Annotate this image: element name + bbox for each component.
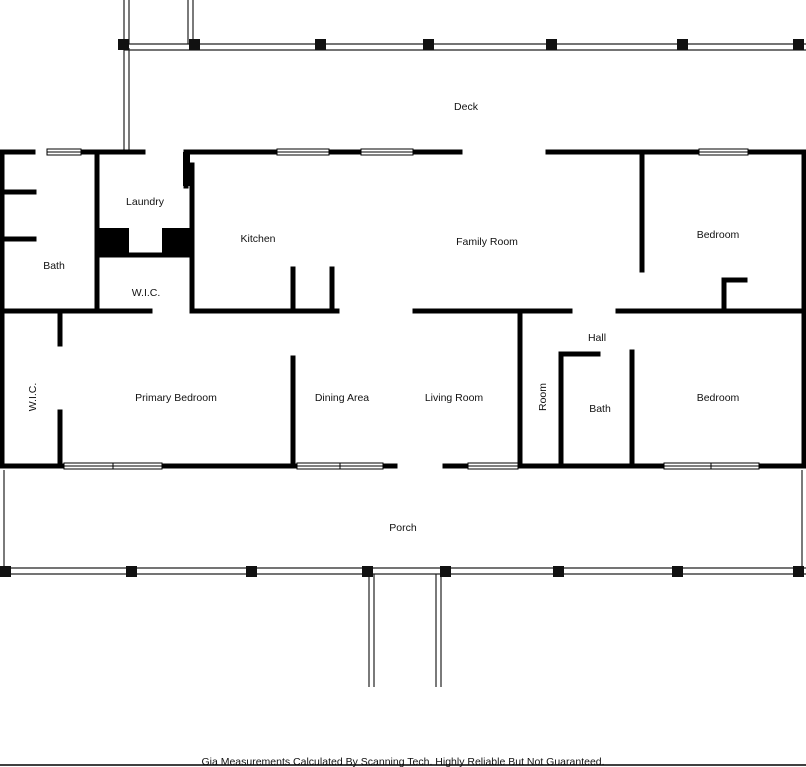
- window-mullions: [47, 151, 759, 467]
- footer-disclaimer: Gia Measurements Calculated By Scanning …: [201, 756, 604, 767]
- deck-posts: [118, 39, 804, 50]
- porch-posts: [0, 566, 804, 577]
- label-deck: Deck: [454, 101, 479, 113]
- label-hall: Hall: [588, 332, 606, 344]
- porch-railing: [0, 470, 806, 687]
- label-room: Room: [537, 383, 549, 411]
- label-living-room: Living Room: [425, 392, 484, 404]
- label-bedroom-se: Bedroom: [697, 392, 740, 404]
- label-dining-area: Dining Area: [315, 392, 369, 404]
- label-family-room: Family Room: [456, 236, 518, 248]
- label-primary-bedroom: Primary Bedroom: [135, 392, 217, 404]
- deck-railing: [123, 0, 806, 150]
- label-wic-north: W.I.C.: [132, 287, 161, 299]
- label-porch: Porch: [389, 522, 417, 534]
- label-kitchen: Kitchen: [240, 233, 275, 245]
- label-bath-south: Bath: [589, 403, 611, 415]
- label-wic-west: W.I.C.: [27, 383, 39, 412]
- laundry-appliances: [99, 152, 192, 255]
- label-bedroom-ne: Bedroom: [697, 229, 740, 241]
- walls: [0, 149, 806, 469]
- label-bath-west: Bath: [43, 260, 65, 272]
- label-laundry: Laundry: [126, 196, 165, 208]
